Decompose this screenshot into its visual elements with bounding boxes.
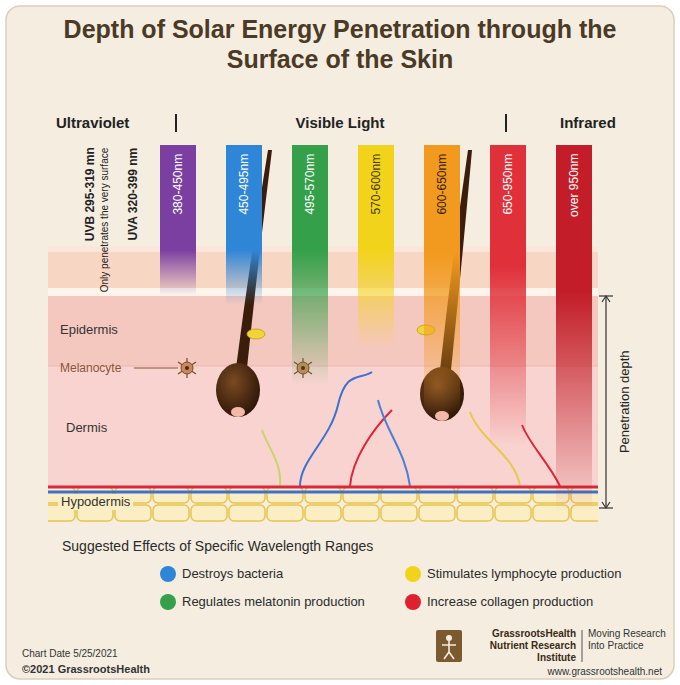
depth-arrow bbox=[602, 296, 610, 508]
blood-vessel bbox=[300, 372, 372, 486]
section-label: Infrared bbox=[560, 114, 616, 132]
logo bbox=[436, 630, 462, 662]
chart-title: Depth of Solar Energy Penetration throug… bbox=[30, 14, 650, 74]
wavelength-band: 495-570nm bbox=[292, 145, 328, 385]
wavelength-label: over 950nm bbox=[567, 153, 581, 216]
layer-label: Hypodermis bbox=[58, 494, 133, 510]
melanocyte bbox=[181, 362, 193, 374]
uv-label: UVA 320-399 nm bbox=[126, 147, 140, 240]
nerve bbox=[262, 430, 280, 486]
wavelength-label: 380-450nm bbox=[171, 153, 185, 214]
leader-line bbox=[134, 368, 178, 369]
panel bbox=[6, 6, 674, 679]
sebaceous-gland bbox=[247, 329, 265, 339]
section-label: Ultraviolet bbox=[56, 114, 129, 132]
wavelength-band: 570-600nm bbox=[358, 145, 394, 350]
legend-text: Regulates melatonin production bbox=[182, 594, 365, 609]
wavelength-label: 570-600nm bbox=[369, 153, 383, 214]
website: www.grassrootshealth.net bbox=[462, 666, 662, 678]
wavelength-band: 380-450nm bbox=[160, 145, 196, 295]
wavelength-label: 495-570nm bbox=[303, 153, 317, 214]
blood-vessel bbox=[378, 400, 410, 486]
depth-bracket bbox=[605, 296, 606, 508]
melanocyte-dendrites bbox=[178, 358, 196, 378]
separator bbox=[175, 114, 177, 132]
wavelength-label: 600-650nm bbox=[435, 153, 449, 214]
legend-text: Stimulates lymphocyte production bbox=[427, 566, 621, 581]
legend-swatch bbox=[160, 594, 176, 610]
legend-title: Suggested Effects of Specific Wavelength… bbox=[62, 538, 373, 555]
blood-vessel bbox=[522, 425, 560, 486]
melanocyte-nucleus bbox=[185, 366, 189, 370]
legend-swatch bbox=[160, 566, 176, 582]
wavelength-band: 600-650nm bbox=[424, 145, 460, 415]
layer-label: Epidermis bbox=[60, 322, 118, 338]
wavelength-band: 650-950nm bbox=[490, 145, 526, 445]
legend-item: Stimulates lymphocyte production bbox=[405, 564, 621, 582]
slogan: Moving Research Into Practice bbox=[588, 628, 668, 652]
legend-item: Increase collagen production bbox=[405, 592, 593, 610]
logo-separator bbox=[582, 630, 583, 662]
part-label: Melanocyte bbox=[60, 361, 121, 375]
legend-swatch bbox=[405, 566, 421, 582]
uv-note: Only penetrates the very surface bbox=[99, 147, 111, 292]
wavelength-band: 450-495nm bbox=[226, 145, 262, 305]
blood-vessel bbox=[48, 486, 598, 489]
hair-papilla bbox=[231, 407, 245, 417]
wavelength-label: 650-950nm bbox=[501, 153, 515, 214]
logo-figure bbox=[442, 641, 456, 659]
legend-item: Destroys bacteria bbox=[160, 564, 283, 582]
date-note: Chart Date 5/25/2021 bbox=[22, 648, 118, 660]
section-label: Visible Light bbox=[240, 114, 440, 132]
legend-text: Destroys bacteria bbox=[182, 566, 283, 581]
separator bbox=[505, 114, 507, 132]
organization-name: GrassrootsHealth Nutrient Research Insti… bbox=[466, 628, 576, 664]
legend-text: Increase collagen production bbox=[427, 594, 593, 609]
layer-label: Dermis bbox=[66, 420, 107, 436]
dimension-label: Penetration depth bbox=[616, 350, 632, 453]
hypodermis-layer bbox=[48, 486, 598, 522]
logo-figure bbox=[446, 635, 452, 641]
copyright: ©2021 GrassrootsHealth bbox=[22, 663, 150, 676]
legend-item: Regulates melatonin production bbox=[160, 592, 365, 610]
legend-swatch bbox=[405, 594, 421, 610]
hair-bulb bbox=[216, 363, 260, 417]
wavelength-label: 450-495nm bbox=[237, 153, 251, 214]
uv-label: UVB 295-319 mn bbox=[83, 147, 97, 241]
wavelength-band: over 950nm bbox=[556, 145, 592, 512]
